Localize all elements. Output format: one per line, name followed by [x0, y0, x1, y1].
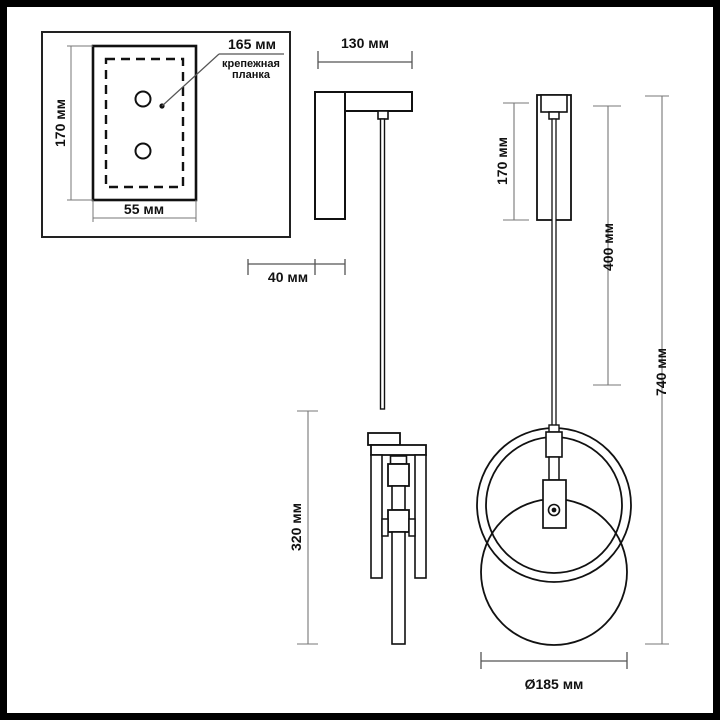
dim-drop-length-label: 400 мм: [600, 223, 616, 271]
dim-plate-height-label: 170 мм: [52, 99, 68, 147]
dim-canopy-height-label: 170 мм: [494, 137, 510, 185]
dim-plate-width-label: 55 мм: [124, 201, 164, 217]
socket-neck-rear: [548, 456, 560, 481]
technical-drawing-svg: 165 мм крепежная планка 170 мм 55 мм: [41, 31, 669, 692]
dim-shade-diameter: Ø185 мм: [480, 652, 628, 692]
socket-lamp-front: [387, 509, 410, 533]
lamp-bulb-inner: [551, 507, 557, 513]
mounting-strip-dashed: [104, 57, 185, 189]
dim-total-height: 740 мм: [645, 95, 669, 645]
leader-line: [161, 53, 220, 107]
side-view: 130 мм 40 мм: [247, 35, 413, 410]
disc-edge-right: [408, 518, 416, 537]
mounting-plate-outline: [91, 44, 198, 202]
canopy-cap: [540, 94, 568, 113]
callout-dimension-165: 165 мм: [228, 36, 276, 52]
rear-view: 170 мм 400 мм 740 мм: [476, 94, 669, 692]
dim-bracket-depth-bottom-label: 40 мм: [268, 269, 308, 285]
dim-bracket-depth-bottom: 40 мм: [247, 259, 346, 285]
suspension-cable-rear: [551, 118, 557, 427]
callout-label-line2: планка: [232, 69, 271, 81]
bracket-wall-plate: [314, 91, 346, 220]
screw-hole-upper: [134, 90, 152, 108]
dim-bracket-depth-top: 130 мм: [317, 35, 413, 69]
ring-edge-bar: [370, 444, 427, 456]
bracket-arm: [344, 91, 413, 112]
canopy-connector: [548, 111, 560, 120]
dim-canopy-height: 170 мм: [494, 102, 529, 221]
drawing-canvas: 165 мм крепежная планка 170 мм 55 мм: [7, 7, 713, 713]
lower-stem-front: [391, 531, 406, 645]
socket-upper-front: [387, 463, 410, 487]
ring-top-connector: [548, 424, 560, 433]
dim-plate-width: 55 мм: [92, 200, 197, 222]
screw-hole-lower: [134, 142, 152, 160]
ring-edge-right: [414, 454, 427, 579]
front-view: 320 мм: [288, 410, 427, 645]
dim-shade-diameter-label: Ø185 мм: [525, 676, 584, 692]
socket-upper-rear: [545, 431, 563, 458]
disc-edge-left: [381, 518, 389, 537]
dim-fixture-height: 320 мм: [288, 410, 318, 645]
detail-panel: 165 мм крепежная планка 170 мм 55 мм: [41, 31, 291, 238]
bracket-connector: [377, 110, 389, 120]
dim-fixture-height-label: 320 мм: [288, 503, 304, 551]
socket-cap-front: [389, 455, 408, 465]
ring-edge-left: [370, 454, 383, 579]
dim-total-height-label: 740 мм: [653, 348, 669, 396]
dim-plate-height: 170 мм: [52, 45, 93, 201]
socket-neck-front: [391, 485, 406, 511]
hanger-plate-front: [367, 432, 401, 446]
dim-bracket-depth-top-label: 130 мм: [341, 35, 389, 51]
suspension-rod-side: [379, 118, 386, 410]
callout-label-line1: крепежная: [222, 58, 280, 70]
dim-drop-length: 400 мм: [593, 105, 621, 386]
